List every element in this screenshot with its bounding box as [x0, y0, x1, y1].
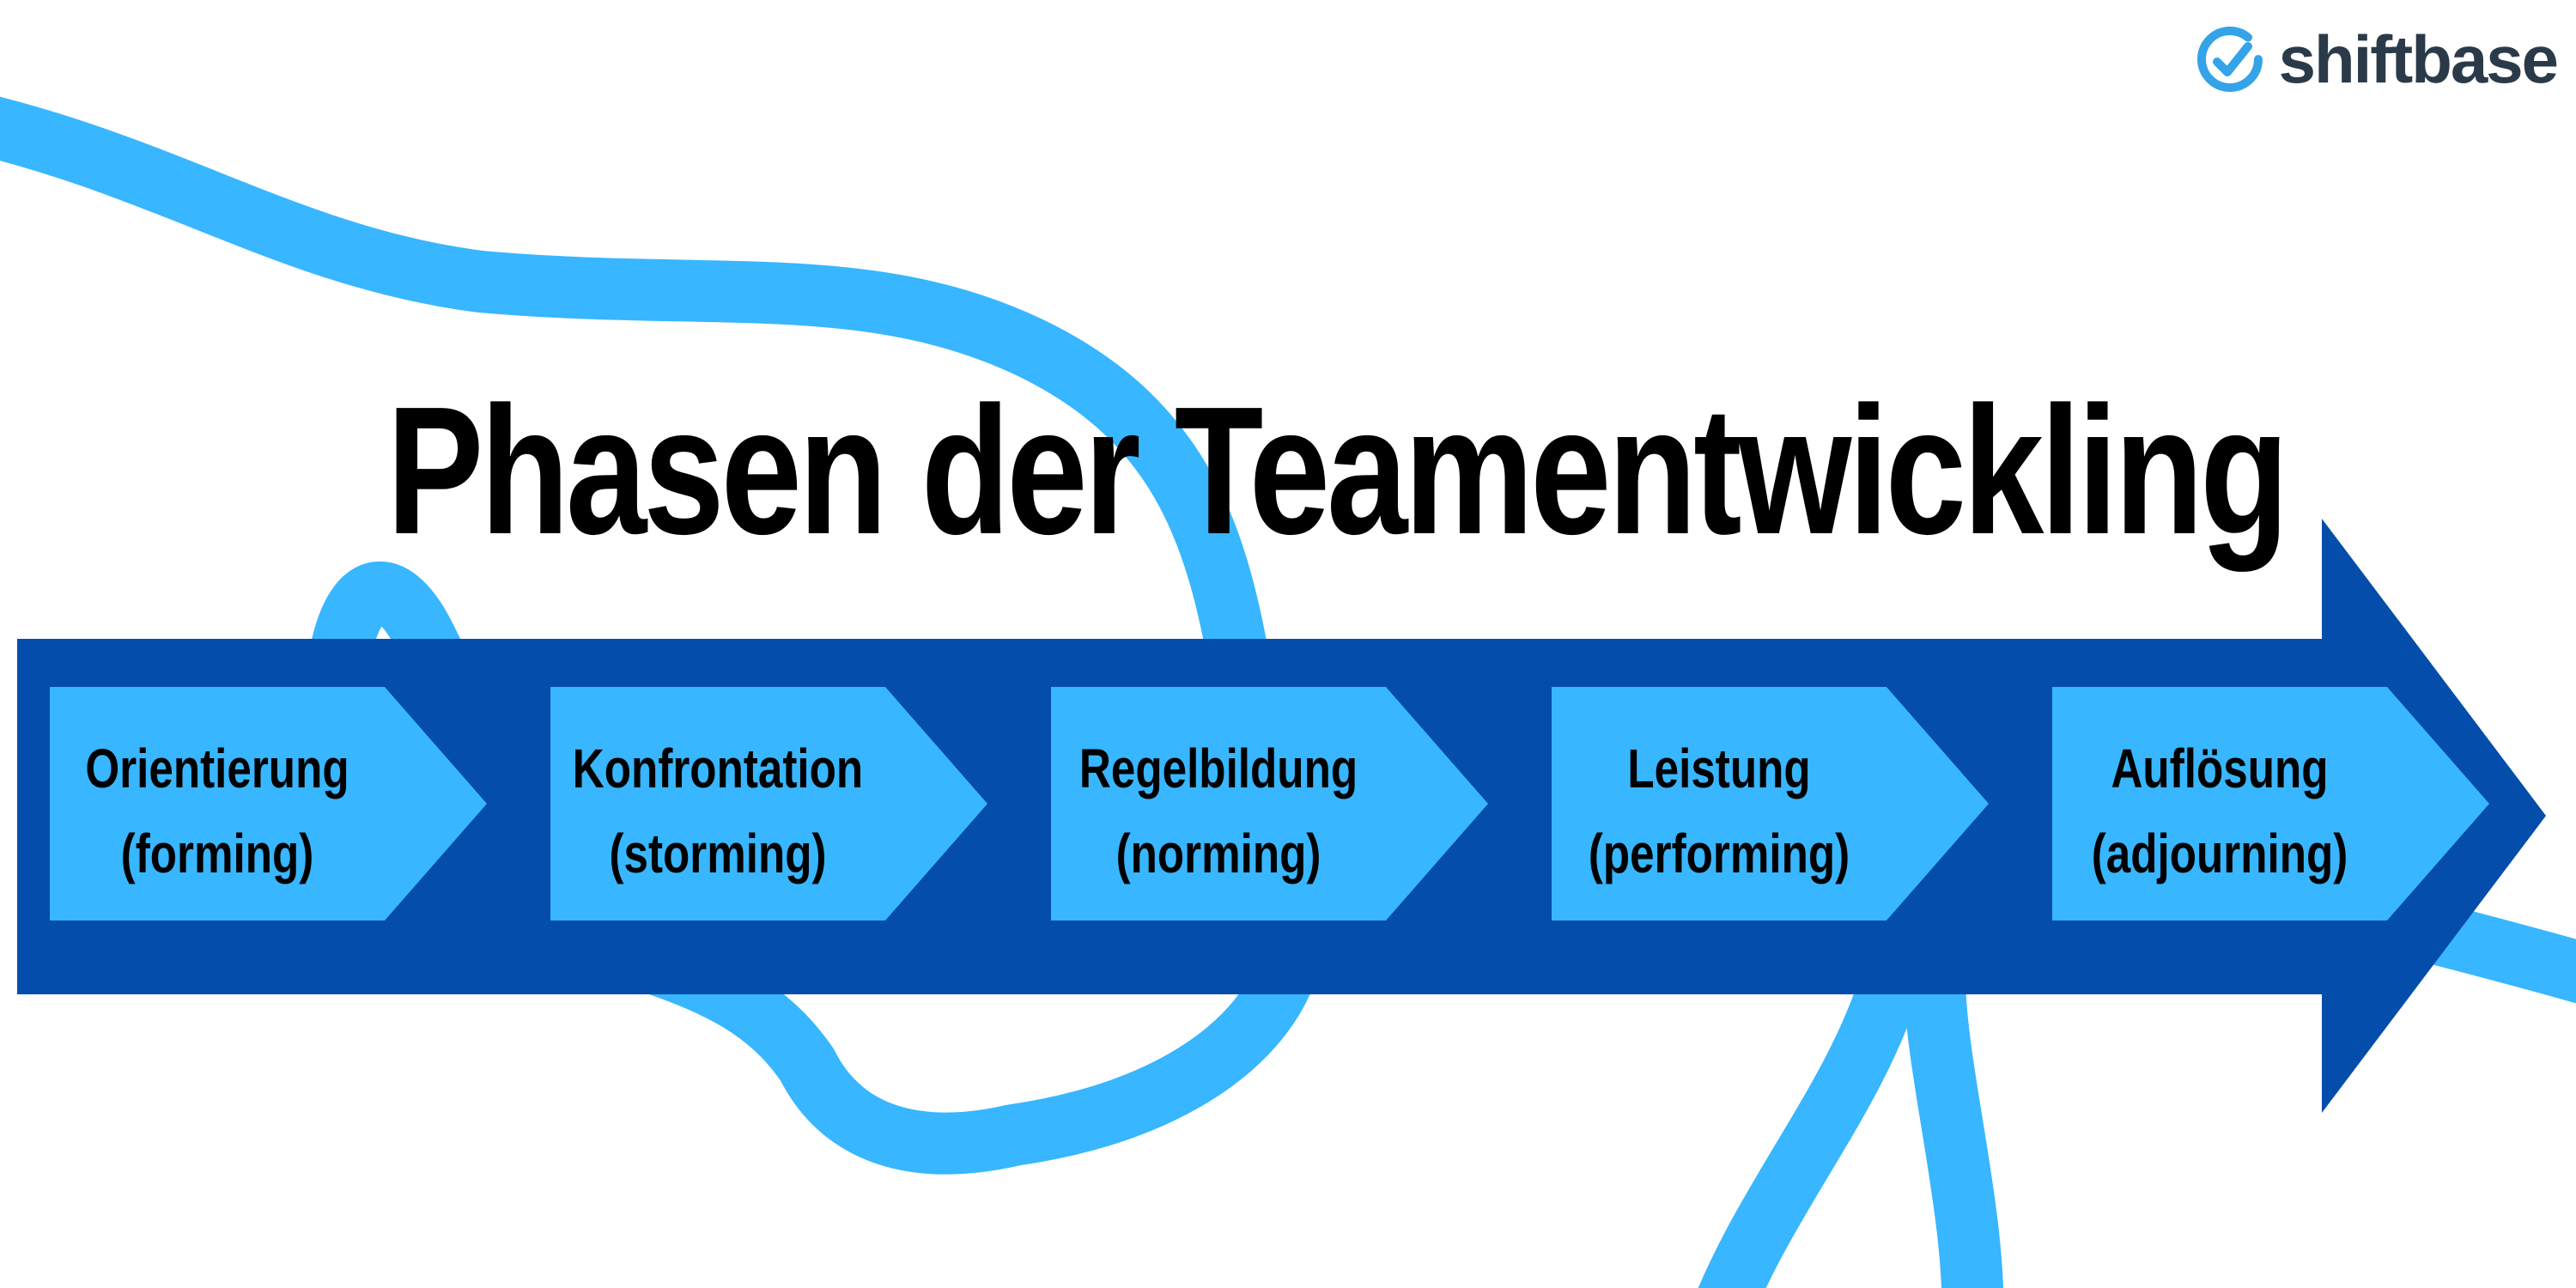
phase-name: Auflösung: [2111, 738, 2329, 799]
shiftbase-logo: shiftbase: [2195, 21, 2559, 97]
phase-chevron-1: [50, 687, 487, 920]
phase-chevron-5: [2052, 687, 2489, 920]
phase-chevron-4: [1552, 687, 1989, 920]
phase-name: Regelbildung: [1078, 738, 1358, 799]
logo-wordmark: shiftbase: [2278, 21, 2559, 97]
phase-subtitle: (adjourning): [2091, 823, 2348, 885]
decorative-ribbon: [0, 96, 2576, 1288]
phase-label-1: Orientierung (forming): [25, 726, 410, 896]
page-title: Phasen der Teamentwickling: [386, 368, 2288, 573]
phase-chevron-3: [1051, 687, 1488, 920]
phase-subtitle: (storming): [609, 823, 827, 885]
phase-subtitle: (forming): [120, 823, 314, 885]
phase-label-2: Konfrontation (storming): [526, 726, 910, 896]
phase-label-5: Auflösung (adjourning): [2027, 726, 2412, 896]
phase-label-3: Regelbildung (norming): [1026, 726, 1411, 896]
phase-name: Konfrontation: [572, 738, 864, 799]
phase-name: Leistung: [1627, 738, 1811, 799]
check-circle-icon: [2196, 27, 2263, 92]
phase-subtitle: (performing): [1588, 823, 1850, 885]
phase-chevron-2: [550, 687, 987, 920]
phase-subtitle: (norming): [1115, 823, 1321, 885]
phase-name: Orientierung: [85, 738, 349, 799]
phase-label-4: Leistung (performing): [1527, 726, 1911, 896]
